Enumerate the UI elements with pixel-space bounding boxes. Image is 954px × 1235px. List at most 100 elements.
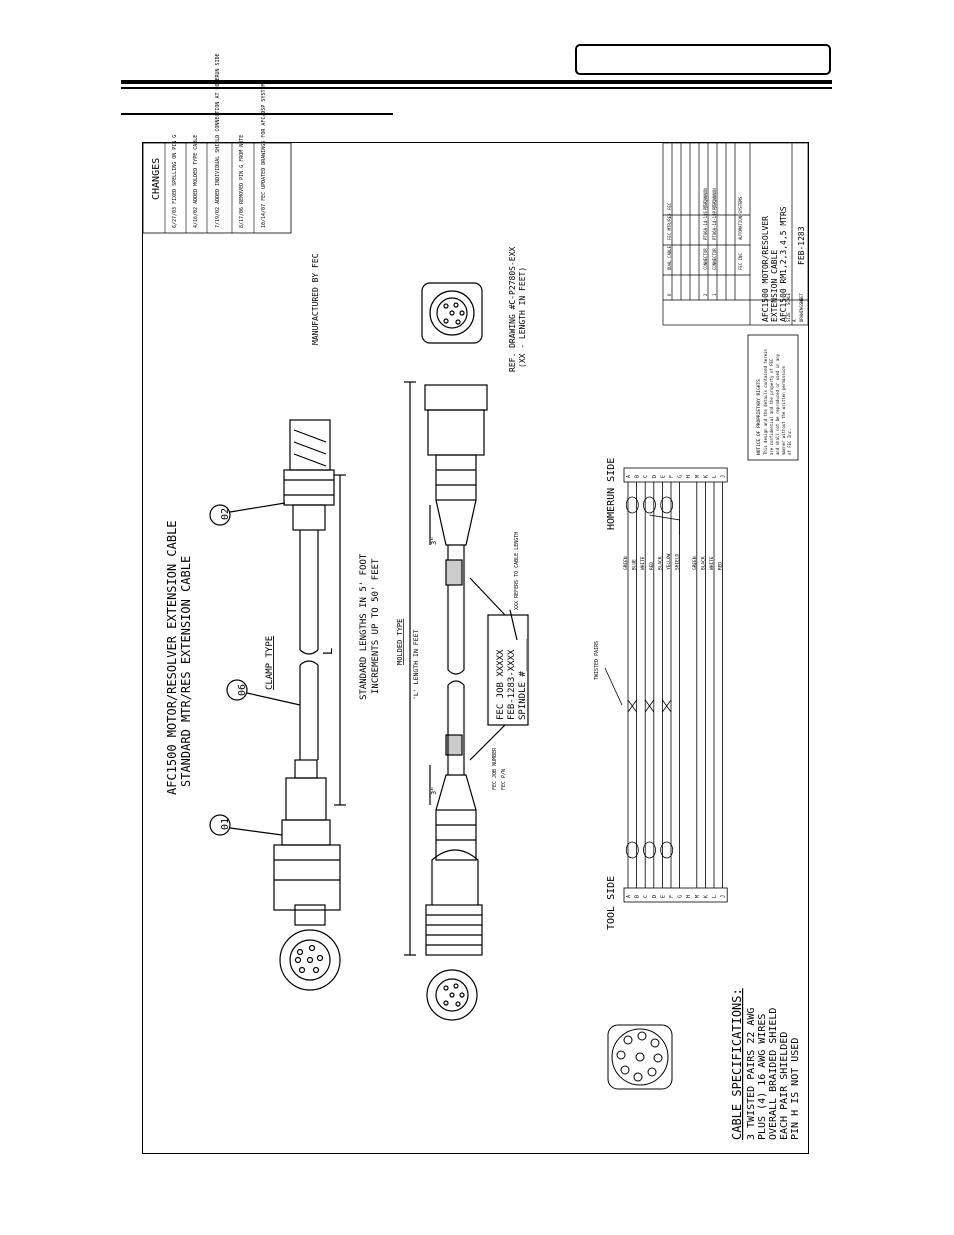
tb-company: AUTOMATION SYSTEMS: [738, 196, 743, 240]
wire-color-D: RED: [649, 562, 655, 570]
changes-title: CHANGES: [151, 158, 162, 200]
length-letter: L: [321, 648, 335, 655]
fec-pn-label: FEC P/N: [501, 769, 507, 790]
spec-line-2: PLUS (4) 16 AWG WIRES: [757, 1014, 768, 1140]
wire-color-M: GREEN: [692, 556, 698, 570]
spec-line-1: 3 TWISTED PAIRS 22 AWG: [746, 1008, 757, 1140]
tb-title-2: EXTENSION CABLE: [770, 250, 779, 322]
label-box-line-1: FEC JOB XXXXX: [496, 649, 506, 720]
length-in-feet-label: 'L' LENGTH IN FEET: [412, 629, 420, 700]
balloon-02-text: 02: [220, 508, 231, 520]
molded-type-cable: [404, 282, 529, 1021]
notice-line-5: of FEC Inc.: [787, 429, 792, 456]
ref-drawing-1: REF. DRAWING #C-P2780S-EXX: [508, 247, 517, 372]
ref-drawing-2: (XX - LENGTH IN FEET): [518, 267, 527, 368]
tb-sheet-label: SHEET: [799, 292, 804, 305]
wire-color-A: GREEN: [623, 556, 629, 570]
label-box-line-2: FEB-1283-XXXX: [507, 649, 517, 720]
pair-shield: [660, 841, 674, 859]
shield-drain: [649, 514, 680, 535]
twisted-pairs-label: TWISTED PAIRS: [594, 641, 600, 680]
homerun-pin-F: F: [669, 475, 675, 478]
dim-3in-upper: 3": [430, 537, 438, 545]
title-line-2: STANDARD MTR/RES EXTENSION CABLE: [179, 556, 193, 787]
twist-marker: [644, 699, 655, 713]
pair-shield: [625, 841, 639, 859]
wiring-schematic: AAGREENBBBLUECCWHITEDDREDEEBLACKFFYELLOW…: [623, 467, 728, 903]
spec-line-4: EACH PAIR SHIELDED: [779, 1032, 790, 1140]
twist-marker: [627, 699, 637, 713]
pair-shield: [625, 496, 639, 514]
drawing-title: AFC1500 MOTOR/RESOLVER EXTENSION CABLE S…: [165, 520, 193, 795]
tool-pin-block: [623, 887, 728, 903]
change-3: 7/19/02 ADDED INDIVIDUAL SHIELD CONNECTI…: [215, 53, 221, 228]
wire-color-C: WHITE: [640, 556, 646, 570]
spec-line-5: PIN H IS NOT USED: [790, 1038, 801, 1140]
homerun-pin-H: H: [686, 475, 692, 478]
balloon-01-text: 01: [220, 818, 231, 830]
change-5: 10/14/07 FEC UPDATED DRAWINGS FOR AFC/DS…: [261, 80, 267, 228]
dim-3in-lower: 3": [430, 787, 438, 795]
homerun-pin-B: B: [635, 475, 641, 478]
bill-of-materials: 6 DUAL CABLE FEC MTR/RES FEC 2 CONNECTOR…: [667, 188, 717, 296]
bom-2-mfr: PT CANNON: [703, 188, 708, 210]
manufactured-note: MANUFACTURED BY FEC: [311, 253, 320, 345]
tool-pin-A: A: [626, 895, 632, 898]
notice-line-4: manner without the written permission: [781, 365, 786, 455]
header-rule-thin: [121, 87, 832, 89]
tool-pin-C: C: [643, 895, 649, 898]
wire-color-E: BLACK: [657, 556, 663, 570]
tool-pin-H: H: [686, 895, 692, 898]
homerun-pin-A: A: [626, 475, 632, 478]
clamp-type-cable: [209, 419, 346, 991]
section-underline: [121, 113, 393, 115]
tb-size-label: SIZE: [786, 312, 791, 322]
notice-line-3: and shall not be reproduced or used in a…: [775, 353, 780, 455]
header-title-box: [575, 44, 831, 75]
pinout-end-view: [607, 1024, 673, 1090]
change-1: 6/27/03 FIXED SPELLING ON PIN G: [172, 135, 178, 228]
homerun-pin-L: L: [712, 475, 718, 478]
pair-shield: [643, 841, 656, 859]
tool-pin-D: D: [652, 895, 658, 898]
tb-title-3: AFC1500 RM1,2,3,4,5 MTRS: [779, 206, 788, 322]
cable-specifications: CABLE SPECIFICATIONS: 3 TWISTED PAIRS 22…: [730, 988, 801, 1140]
tool-side-label: TOOL SIDE: [606, 876, 617, 930]
bom-3-mfr: PT CANNON: [712, 188, 717, 210]
tool-pin-B: B: [635, 895, 641, 898]
wire-color-K: BLACK: [700, 556, 706, 570]
homerun-pin-G: G: [678, 475, 684, 478]
tb-scale-label: SCALE: [786, 292, 791, 305]
notice-title: NOTICE OF PROPRIETARY RIGHTS: [756, 379, 762, 455]
tb-dwg-label: DRAWING NO: [799, 297, 804, 322]
tool-pin-M: M: [695, 895, 701, 898]
tb-address: FEC INC: [738, 253, 743, 270]
homerun-pin-J: J: [721, 475, 727, 478]
balloon-06: [226, 679, 248, 701]
tb-title-1: AFC1500 MOTOR/RESOLVER: [761, 216, 770, 322]
pair-shield: [660, 496, 674, 514]
tb-dwg-number: FEB-1283: [797, 226, 806, 265]
clamp-type-label: CLAMP TYPE: [265, 636, 275, 690]
homerun-pin-block: [623, 467, 728, 483]
tool-pin-G: G: [678, 895, 684, 898]
bom-2-item: 2: [703, 293, 708, 296]
title-block: [662, 142, 809, 326]
bom-1-pn: FEC MTR/RES: [667, 213, 672, 240]
notice-line-2: are confidential and the property of FEC: [769, 358, 774, 455]
homerun-pin-C: C: [643, 475, 649, 478]
balloon-01: [209, 814, 231, 836]
homerun-pin-E: E: [660, 475, 666, 478]
bom-3-item: 1: [712, 293, 717, 296]
label-box-line-3: SPINDLE #______: [518, 638, 528, 720]
wire-color-L: WHITE: [709, 556, 715, 570]
tb-size-value: A: [792, 319, 797, 322]
homerun-pin-M: M: [695, 475, 701, 478]
homerun-pin-D: D: [652, 475, 658, 478]
wire-color-G: SHIELD: [675, 553, 681, 570]
pair-shield: [643, 496, 656, 514]
changes-block: CHANGES 6/27/03 FIXED SPELLING ON PIN G …: [142, 53, 292, 234]
fec-job-number-label: FEC JOB NUMBER: [492, 747, 498, 790]
std-lengths-2: INCREMENTS UP TO 50' FEET: [371, 558, 381, 694]
